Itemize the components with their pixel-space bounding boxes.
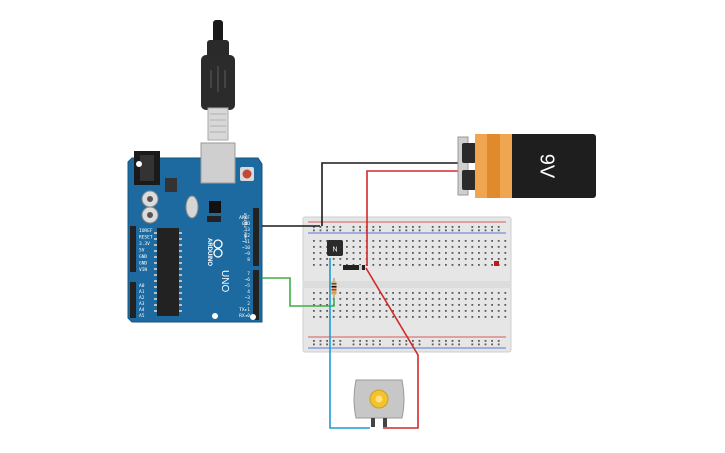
power-pin-label: VIN <box>139 267 147 273</box>
analog-pin-label: A5 <box>139 313 145 319</box>
battery-label: 9V <box>536 154 558 179</box>
digital-pin-label: GND <box>242 221 250 227</box>
digital-pin-label: 8 <box>247 257 250 263</box>
wire-blue-motor[interactable] <box>329 258 370 429</box>
digital-pin-label: ~3 <box>245 295 251 301</box>
analog-pin-label: A4 <box>139 307 145 313</box>
battery-9v[interactable]: 9V <box>457 134 596 198</box>
usb-cable[interactable] <box>201 20 235 141</box>
digital-pin-label: 12 <box>245 233 251 239</box>
digital-pin-label: AREF <box>239 215 250 221</box>
wire-green-signal[interactable] <box>262 277 335 307</box>
power-pin-label: 5V <box>139 248 145 254</box>
npn-transistor[interactable]: N <box>327 240 343 256</box>
usb-port <box>200 142 236 184</box>
arduino-model-text: UNO <box>219 270 230 292</box>
arduino-uno-board[interactable]: IOREF RESET 3.3V 5V GND GND VIN A0 A1 A2… <box>127 142 263 323</box>
analog-header <box>130 282 136 318</box>
atmega-chip <box>157 228 179 316</box>
digital-pin-label: ~9 <box>245 251 251 257</box>
transistor-label: N <box>332 247 337 254</box>
arduino-logo-icon <box>213 239 223 249</box>
wire-black-battery[interactable] <box>321 162 468 226</box>
digital-pin-label: 7 <box>247 271 250 277</box>
digital-header-title: DIGITAL (PWM~) <box>243 213 247 243</box>
digital-pin-label: 13 <box>245 227 251 233</box>
power-pin-label: GND <box>139 261 147 267</box>
wires[interactable] <box>262 162 468 429</box>
arduino-brand-text: ARDUINO <box>206 238 212 266</box>
digital-pin-label: 2 <box>247 301 250 307</box>
diode[interactable] <box>343 265 365 270</box>
digital-pin-label: ~6 <box>245 277 251 283</box>
resistor[interactable] <box>331 278 337 300</box>
indicator-led <box>494 261 499 266</box>
wire-red-battery[interactable] <box>366 170 468 266</box>
power-pin-label: RESET <box>139 235 153 241</box>
digital-header-upper <box>253 208 259 266</box>
analog-pin-label: A1 <box>139 289 145 295</box>
breadboard[interactable] <box>302 216 512 353</box>
wire-red-motor[interactable] <box>365 267 419 429</box>
analog-pin-label: A3 <box>139 301 145 307</box>
digital-pin-label: ~5 <box>245 283 251 289</box>
digital-header-lower <box>253 270 259 320</box>
analog-pin-label: A2 <box>139 295 145 301</box>
power-pin-label: GND <box>139 254 147 260</box>
digital-pin-label: TX▸1 <box>239 307 250 313</box>
power-header <box>130 226 136 272</box>
power-pin-label: IOREF <box>139 228 153 234</box>
dc-motor[interactable] <box>353 379 405 427</box>
digital-pin-label: ~10 <box>242 245 250 251</box>
power-pin-label: 3.3V <box>139 241 150 247</box>
digital-pin-label: ~11 <box>242 239 250 245</box>
analog-pin-label: A0 <box>139 283 145 289</box>
digital-pin-label: 4 <box>247 289 250 295</box>
digital-pin-label: RX◂0 <box>239 313 250 319</box>
